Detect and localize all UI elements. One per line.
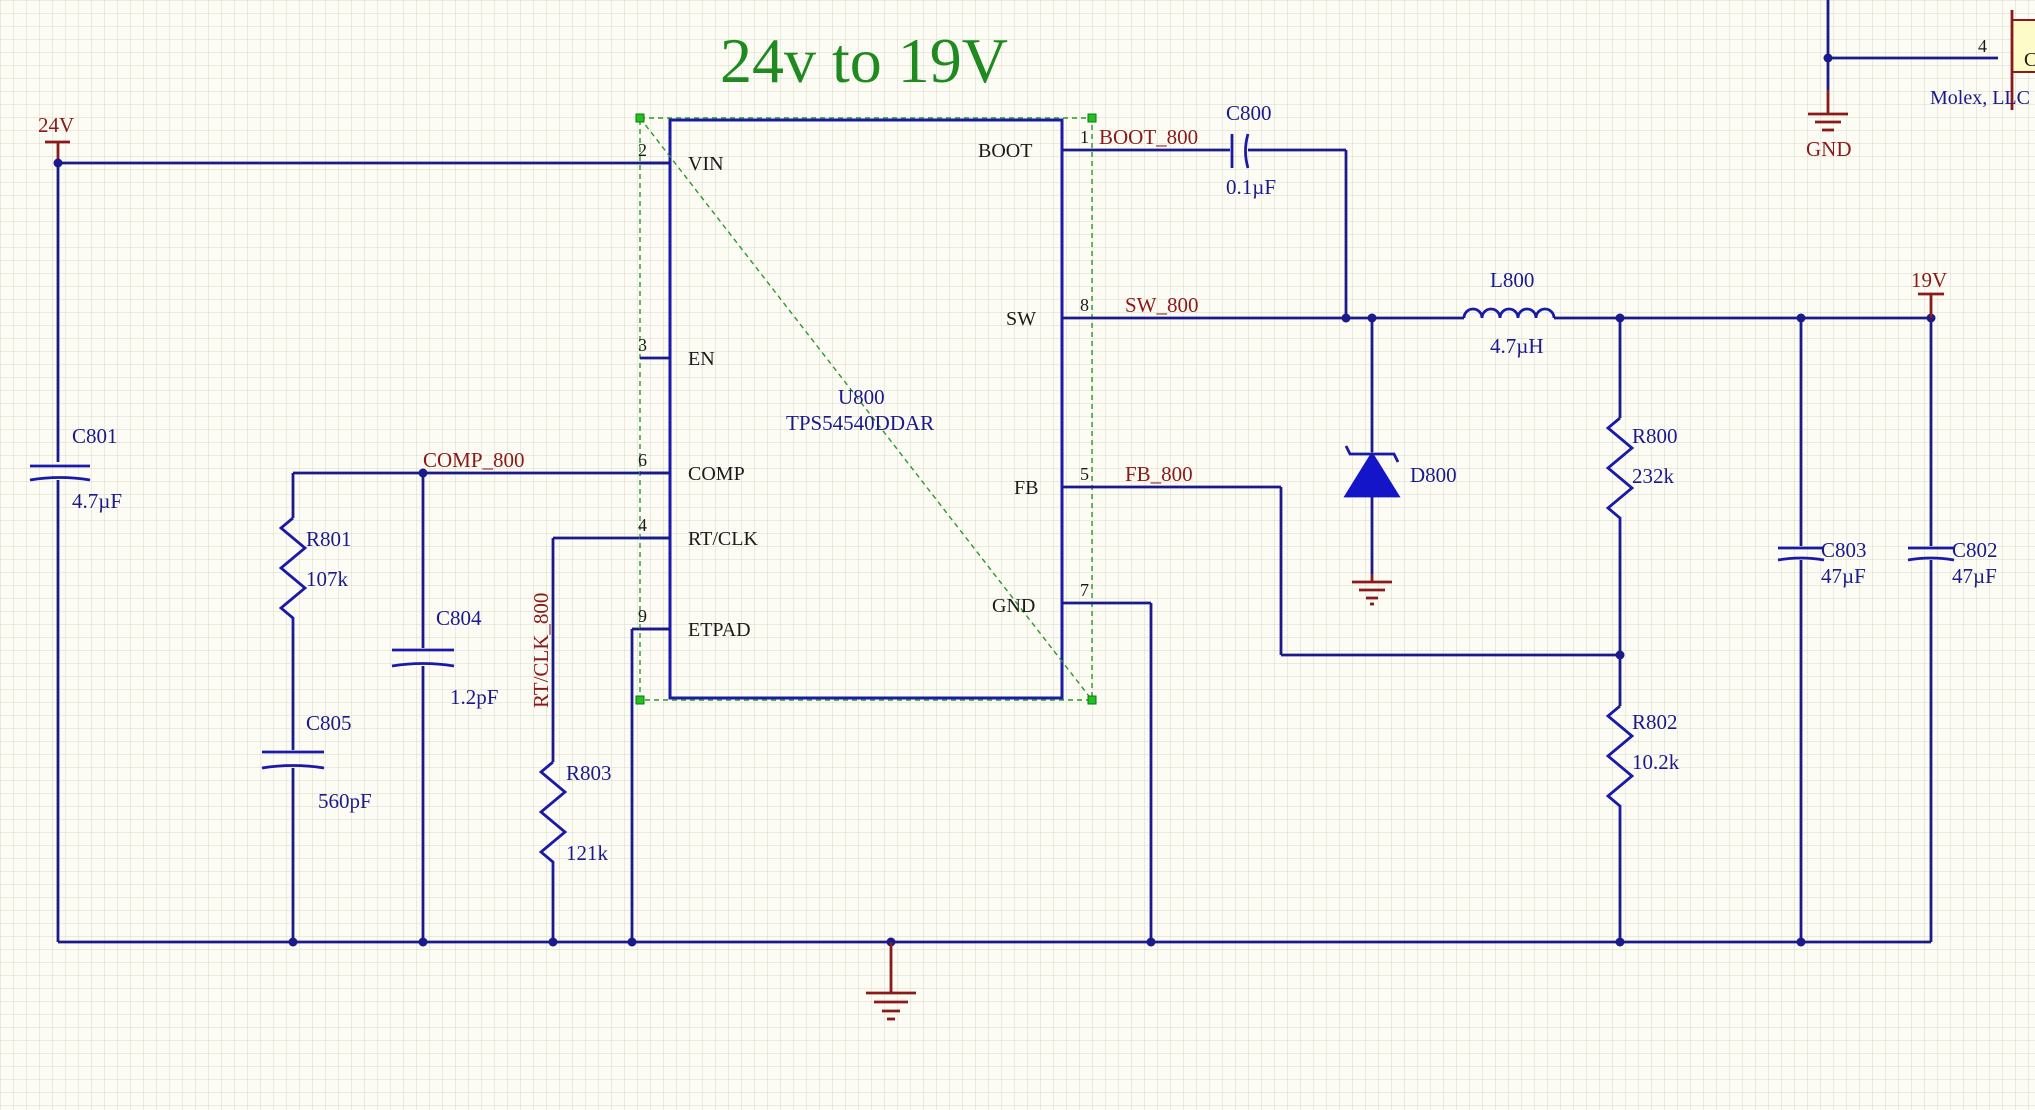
c805-value: 560pF — [318, 789, 372, 813]
resistor-r803[interactable]: R803 121k — [538, 760, 612, 876]
c805-ref: C805 — [306, 711, 352, 735]
pin-name-comp: COMP — [688, 463, 745, 485]
pin-name-sw: SW — [1006, 308, 1036, 330]
pin-name-en: EN — [688, 348, 715, 370]
gnd-symbol-d800[interactable] — [1352, 574, 1392, 606]
inductor-l800[interactable]: L800 4.7µH — [1462, 268, 1556, 358]
pin-name-gnd: GND — [992, 595, 1035, 617]
pin-name-etpad: ETPAD — [688, 619, 751, 641]
pin-number-comp: 6 — [638, 450, 647, 470]
gnd-label: GND — [1806, 137, 1852, 161]
ic-u800[interactable]: U800 TPS54540DDAR 2 VIN 3 EN 6 COMP 4 RT… — [635, 113, 1097, 705]
selection-handle[interactable] — [635, 695, 645, 705]
pin-number-boot: 1 — [1080, 127, 1089, 147]
r803-ref: R803 — [566, 761, 612, 785]
l800-ref: L800 — [1490, 268, 1534, 292]
c800-ref: C800 — [1226, 101, 1272, 125]
diode-d800[interactable]: D800 — [1343, 445, 1457, 498]
r803-value: 121k — [566, 841, 609, 865]
c803-ref: C803 — [1821, 538, 1867, 562]
net-label-boot: BOOT_800 — [1099, 125, 1198, 149]
capacitor-c800[interactable]: C800 0.1µF — [1226, 101, 1276, 199]
connector-pin-number: 4 — [1978, 36, 1987, 56]
pin-name-boot: BOOT — [978, 140, 1032, 162]
pin-number-en: 3 — [638, 335, 647, 355]
connector-fragment[interactable]: 4 C Molex, LLC — [1823, 0, 2035, 110]
selection-box — [639, 117, 1093, 701]
gnd-symbol-main[interactable] — [866, 942, 916, 1021]
pin-name-fb: FB — [1014, 477, 1038, 499]
net-label-fb: FB_800 — [1125, 462, 1193, 486]
r801-value: 107k — [306, 567, 349, 591]
gnd-symbol-top[interactable]: GND — [1806, 90, 1852, 161]
r802-value: 10.2k — [1632, 750, 1680, 774]
c802-ref: C802 — [1952, 538, 1998, 562]
resistor-r800[interactable]: R800 232k — [1605, 416, 1678, 532]
resistor-r802[interactable]: R802 10.2k — [1605, 704, 1680, 820]
r800-ref: R800 — [1632, 424, 1678, 448]
pin-name-rtclk: RT/CLK — [688, 528, 758, 550]
pin-number-fb: 5 — [1080, 464, 1089, 484]
c801-value: 4.7µF — [72, 489, 122, 513]
selection-handle[interactable] — [635, 113, 645, 123]
r802-ref: R802 — [1632, 710, 1678, 734]
c802-value: 47µF — [1952, 564, 1997, 588]
power-port-19v[interactable]: 19V — [1911, 268, 1947, 318]
d800-ref: D800 — [1410, 463, 1457, 487]
pin-number-etpad: 9 — [638, 606, 647, 626]
net-label-comp: COMP_800 — [423, 448, 525, 472]
sheet-title: 24v to 19V — [720, 25, 1008, 96]
net-label-rtclk: RT/CLK_800 — [529, 593, 553, 708]
resistor-r801[interactable]: R801 107k — [278, 516, 352, 632]
r800-value: 232k — [1632, 464, 1675, 488]
capacitor-c803[interactable]: C803 47µF — [1777, 538, 1867, 588]
c803-value: 47µF — [1821, 564, 1866, 588]
power-label-24v: 24V — [38, 113, 74, 137]
connector-vendor: Molex, LLC — [1930, 87, 2030, 109]
capacitor-c804[interactable]: C804 1.2pF — [391, 606, 498, 709]
c804-value: 1.2pF — [450, 685, 498, 709]
selection-handle[interactable] — [1087, 113, 1097, 123]
pin-name-vin: VIN — [688, 153, 724, 175]
capacitor-c802[interactable]: C802 47µF — [1907, 538, 1998, 588]
ic-designator: U800 — [838, 385, 885, 409]
power-label-19v: 19V — [1911, 268, 1947, 292]
net-label-sw: SW_800 — [1125, 293, 1199, 317]
power-port-24v[interactable]: 24V — [38, 113, 74, 163]
capacitor-c801[interactable]: C801 4.7µF — [29, 424, 122, 513]
r801-ref: R801 — [306, 527, 352, 551]
ic-part-number: TPS54540DDAR — [786, 411, 934, 435]
l800-value: 4.7µH — [1490, 334, 1544, 358]
connector-ref-partial: C — [2024, 49, 2035, 71]
selection-handle[interactable] — [1087, 695, 1097, 705]
c801-ref: C801 — [72, 424, 118, 448]
pin-number-rtclk: 4 — [638, 515, 647, 535]
capacitor-c805[interactable]: C805 560pF — [261, 711, 372, 813]
c804-ref: C804 — [436, 606, 482, 630]
pin-number-gnd: 7 — [1080, 580, 1089, 600]
pin-number-vin: 2 — [638, 140, 647, 160]
c800-value: 0.1µF — [1226, 175, 1276, 199]
pin-number-sw: 8 — [1080, 295, 1089, 315]
